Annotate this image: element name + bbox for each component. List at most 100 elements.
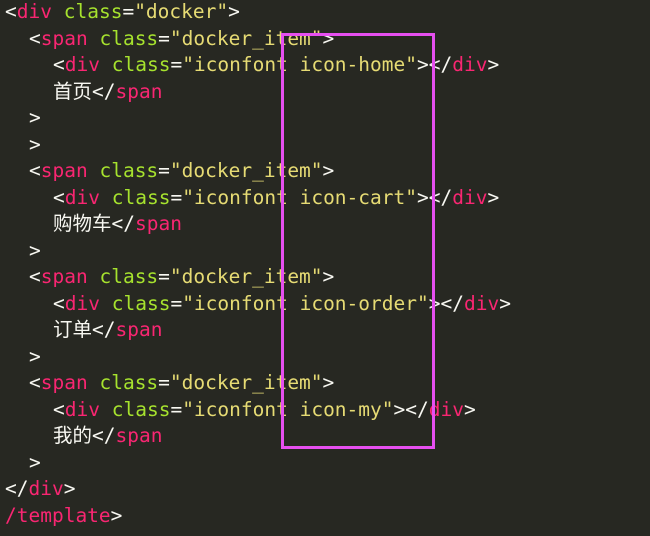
code-token-str: "iconfont icon-my" [182,397,394,421]
code-token-tag: div [64,397,100,421]
code-token-attr: class [63,0,123,23]
code-line: <div class="docker"> [5,0,240,25]
code-token-punct: > [499,291,511,315]
code-line: 首页</span [53,79,162,105]
code-token-punct: > [29,344,41,368]
code-line: 我的</span [53,423,162,449]
code-line: <div class="iconfont icon-my"></div> [53,397,476,423]
code-line: </div> [5,476,75,502]
code-token-punct: = [158,371,170,394]
code-token-punct: > [29,238,41,262]
code-token-punct: < [29,26,41,50]
code-token-punct: > [29,450,41,474]
code-token-str: "iconfont icon-order" [182,291,429,315]
code-token-str: "docker_item" [169,26,323,50]
code-token-punct [52,0,64,23]
code-token-punct: > [322,159,335,182]
code-token-punct: = [170,53,183,76]
code-line: /template> [5,503,122,529]
code-token-attr: class [111,185,171,209]
code-token-punct: = [170,397,183,421]
code-token-punct: > [463,397,476,421]
code-token-attr: class [99,265,159,288]
code-token-punct: = [158,265,170,288]
code-token-str: "docker_item" [169,159,323,182]
code-token-punct [100,398,112,421]
code-token-str: "docker_item" [169,265,323,288]
code-token-punct: </ [111,212,135,235]
code-token-text: 首页 [53,79,93,103]
code-token-tag: span [115,424,163,447]
code-token-tag: div [463,291,500,315]
code-token-punct: < [5,0,17,23]
code-token-tag: div [428,397,464,421]
code-line: <div class="iconfont icon-home"></div> [53,52,499,78]
code-token-punct: < [53,291,65,315]
code-token-punct [88,265,100,288]
code-token-punct [88,159,100,182]
code-line: <div class="iconfont icon-order"></div> [53,291,511,317]
code-token-text: 购物车 [53,212,112,235]
code-token-str: "iconfont icon-home" [182,53,417,76]
code-token-text: 订单 [53,318,93,341]
code-token-str: "docker_item" [169,371,323,394]
code-line: <div class="iconfont icon-cart"></div> [53,185,499,211]
code-token-tag: div [452,185,488,209]
code-line: > [29,450,41,476]
code-token-punct [88,27,100,50]
code-token-attr: class [99,371,159,394]
code-token-punct: </ [92,318,116,341]
code-token-punct: = [158,26,170,50]
code-token-attr: class [99,26,159,50]
code-token-str: "docker" [134,0,229,23]
code-token-punct: </ [92,79,116,103]
code-token-punct: < [29,265,41,288]
code-line: <span class="docker_item"> [29,370,334,396]
code-token-attr: class [111,291,171,315]
code-token-punct: = [170,185,183,209]
code-token-punct: = [170,291,183,315]
code-token-tag: span [115,79,163,103]
code-token-punct: > [322,26,335,50]
code-line: > [29,132,41,158]
code-token-attr: class [111,53,171,76]
code-token-tag: div [452,53,488,76]
code-token-punct: </ [92,424,116,447]
code-token-punct: < [53,397,65,421]
code-token-tag: span [115,318,163,341]
code-token-punct: > [110,503,123,527]
code-token-punct [100,292,112,315]
code-line: > [29,238,41,264]
code-token-punct: < [53,185,65,209]
code-token-punct: > [63,477,76,500]
code-line: 订单</span [53,317,162,343]
code-token-punct: ></ [417,185,453,209]
code-token-text: 我的 [53,424,93,447]
code-token-punct [100,186,112,209]
code-token-tag: span [40,159,88,182]
code-token-punct: </ [5,477,29,500]
code-line: > [29,105,41,131]
code-token-punct: > [487,185,500,209]
code-token-punct: > [487,53,500,76]
code-token-punct: = [158,159,170,182]
code-token-punct: < [53,53,65,76]
code-token-str: "iconfont icon-cart" [182,185,417,209]
code-token-punct: = [122,0,135,23]
code-token-punct: > [322,265,335,288]
code-line: <span class="docker_item"> [29,158,334,184]
code-token-tag: div [28,477,64,500]
code-token-punct: ></ [428,291,464,315]
code-token-punct: > [228,0,240,23]
code-token-punct: ></ [417,53,453,76]
code-line: <span class="docker_item"> [29,264,334,290]
code-token-tag: div [64,53,100,76]
code-token-punct: > [29,132,41,156]
code-token-punct [88,371,100,394]
code-token-tag: /template [5,503,111,527]
code-token-punct: > [29,106,41,129]
code-token-punct: < [29,371,41,394]
code-token-tag: span [40,371,88,394]
code-line: 购物车</span [53,211,182,237]
